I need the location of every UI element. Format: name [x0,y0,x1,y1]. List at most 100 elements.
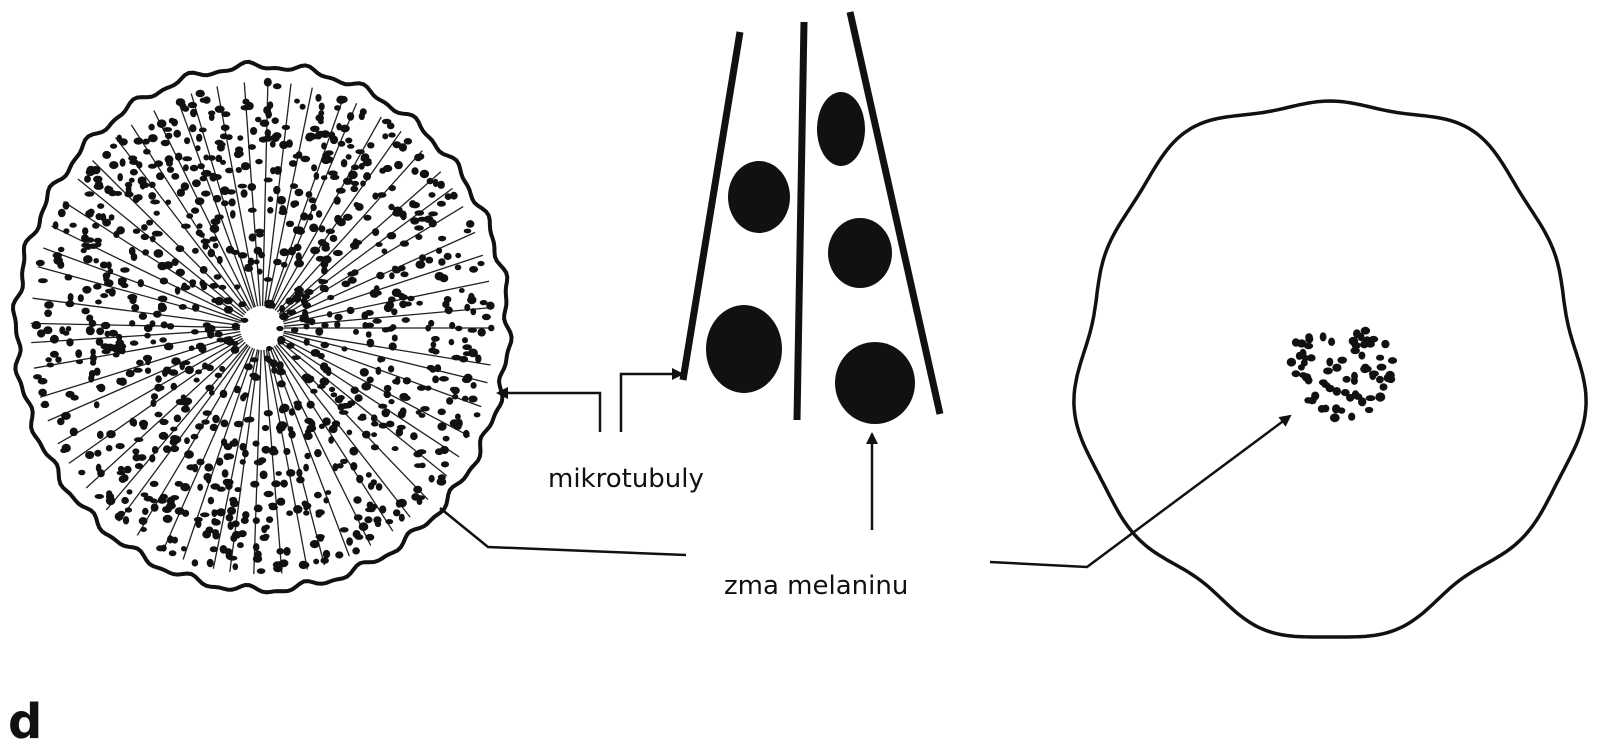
melanin-dot [154,211,160,216]
melanin-dot [97,384,105,392]
melanin-dot [366,472,372,478]
melanin-dot [427,178,434,184]
melanin-dot [131,304,139,312]
melanin-dot [170,445,179,452]
melanin-dot [365,158,371,163]
melanin-dot [267,101,273,109]
melanin-dot [308,213,314,220]
melanin-dot [385,519,393,524]
melanin-dot [69,223,76,228]
melanin-dot [144,333,151,339]
melanin-dot [132,448,139,454]
microtubule-ray [86,342,245,488]
melanin-dot [392,266,398,271]
melanin-dot [341,159,348,167]
melanin-dot [346,154,352,160]
melanin-dot [120,158,126,166]
melanin-dot [263,534,270,539]
melanin-dot [254,551,261,559]
melanin-dot [277,498,286,506]
melanin-dot [184,450,194,458]
melanin-dot [474,412,481,417]
melanin-dot [47,363,55,368]
melanin-dot [1352,390,1359,398]
melanin-dot [420,170,429,178]
melanin-dot [320,362,327,371]
melanin-dot [213,243,219,249]
melanin-dot [171,173,179,180]
melanin-dot [229,497,237,503]
melanin-dot [1322,382,1331,388]
melanin-dot [478,328,486,336]
melanin-dot [360,180,366,186]
melanin-dot [455,265,462,271]
melanin-dot [451,355,461,361]
melanin-dot [384,385,392,392]
dispersed-melanin-granules [32,78,495,574]
melanin-dot [139,313,147,320]
melanin-dot [480,300,488,305]
melanin-dot [283,448,290,455]
melanin-dot [354,514,363,521]
melanin-dot [347,307,355,314]
melanin-dot [118,277,127,283]
melanin-dot [419,463,425,469]
melanin-dot [310,247,320,255]
melanin-dot [237,542,244,548]
melanin-dot [189,124,196,132]
melanin-dot [221,200,229,206]
melanin-dot [468,396,477,403]
melanin-dot [81,243,90,249]
microtubule-detail [683,12,940,424]
melanin-dot [83,255,93,263]
melanin-dot [198,163,205,169]
melanin-dot [165,133,172,139]
melanin-dot [283,547,290,556]
melanin-dot [219,366,225,372]
melanin-dot [250,127,257,135]
melanin-dot [185,366,194,374]
melanin-dot [425,325,431,332]
melanin-dot [321,175,327,180]
melanin-dot [140,527,147,532]
melanin-dot [94,184,104,190]
melanin-dot [432,376,439,384]
melanin-dot [347,144,354,149]
panel-letter: d [8,694,42,749]
melanin-dot [176,245,185,252]
melanin-dot [224,306,233,314]
melanin-dot [399,300,407,308]
melanin-dot [109,161,118,169]
melanin-dot [276,471,282,476]
melanin-dot [413,486,422,494]
melanin-dot [272,117,279,124]
melanin-dot [310,540,320,548]
melanin-dot [326,368,332,376]
melanin-dot [159,432,169,440]
melanin-dot [366,331,372,338]
melanin-dot [136,161,142,168]
melanin-dot [445,193,452,200]
melanin-dot [273,132,282,139]
melanin-dot [291,355,300,360]
melanin-dot [1328,338,1335,346]
melanin-dot [211,218,221,225]
melanin-dot [133,195,140,203]
melanin-dot [340,527,349,532]
melanin-dot [347,400,355,406]
melanin-dot [392,446,399,451]
melanin-dot [340,459,348,464]
melanin-dot [346,537,353,546]
melanin-dot [438,258,445,266]
melanin-dot [1333,387,1341,396]
melanin-dot [314,492,322,499]
melanin-dot [156,172,164,180]
melanin-dot [355,149,364,154]
melanin-dot [382,133,388,139]
melanin-dot [201,171,207,176]
melanin-dot [293,226,299,234]
melanin-dot [102,151,111,159]
melanin-dot [286,221,294,227]
melanin-dot [411,167,418,175]
melanin-dot [197,223,203,229]
